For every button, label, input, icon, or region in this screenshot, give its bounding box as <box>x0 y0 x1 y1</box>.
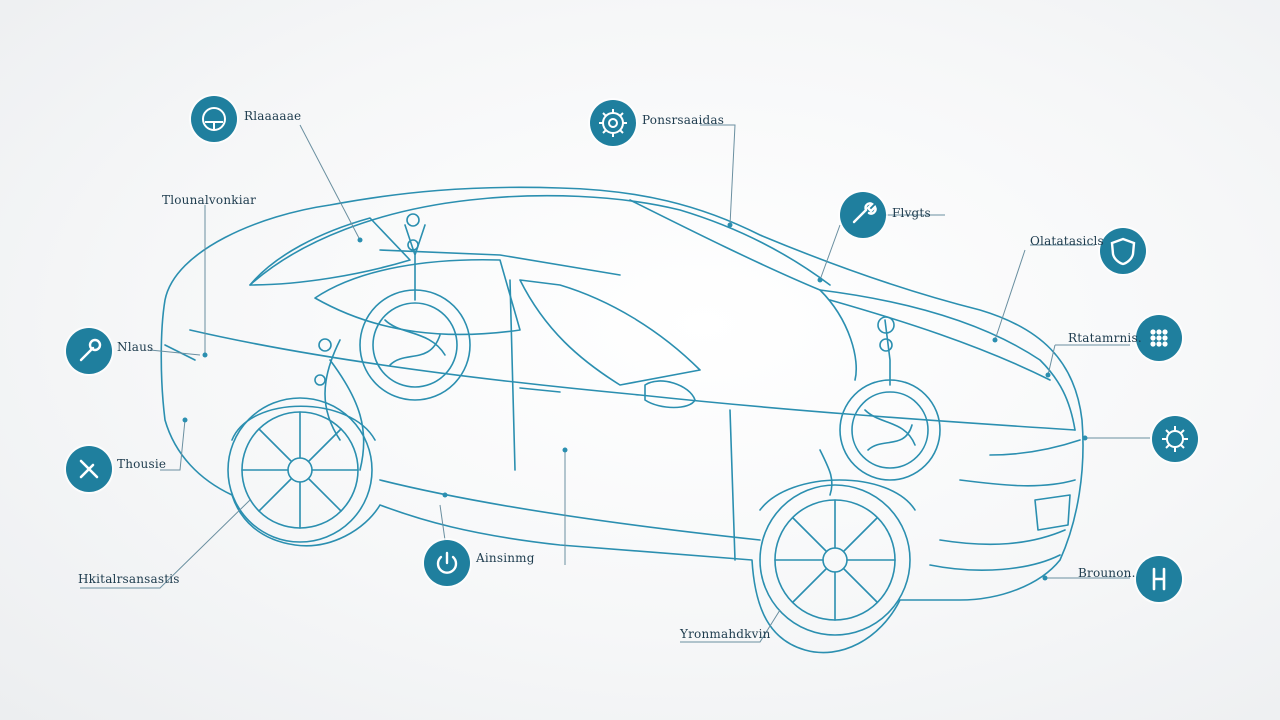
front-bumper <box>929 479 1076 571</box>
key-icon <box>66 446 112 492</box>
rear-window <box>249 217 411 286</box>
gear-icon <box>590 100 636 146</box>
door-line <box>509 279 736 561</box>
callout-label-top-left: Rlaaaaae <box>244 109 302 123</box>
belt-line <box>189 329 1076 431</box>
windshield <box>629 199 858 381</box>
rear-drum <box>359 289 471 401</box>
callout-label-right-mid: Rtatamrnis. <box>1068 331 1142 345</box>
callout-label-right-bottom: Brounon. <box>1078 566 1136 580</box>
roof-line <box>249 194 831 286</box>
callout-label-bottom-center: Yronmahdkvin <box>680 627 771 641</box>
callout-label-right-top: Olatatasicls <box>1030 234 1104 248</box>
hood-line <box>819 289 1076 431</box>
engine-icon <box>1152 416 1198 462</box>
callout-label-center-low: Ainsinmg <box>476 551 535 565</box>
grille <box>1034 494 1071 531</box>
door-handle <box>519 387 561 393</box>
hood-crease <box>829 299 1051 381</box>
sill-line <box>379 479 761 541</box>
callout-label-left-low: Thousie <box>117 457 167 471</box>
callout-label-mid-top: Flvgts <box>892 206 931 220</box>
callout-label-top-center: Ponsrsaaidas <box>642 113 725 127</box>
mirror <box>644 380 696 409</box>
front-wheel <box>759 484 911 636</box>
headlight <box>989 439 1081 456</box>
shield-icon <box>1100 228 1146 274</box>
dots-icon <box>1136 315 1182 361</box>
wrench-icon <box>840 192 886 238</box>
callout-label-left-bottom: Hkitalrsansastis <box>78 572 180 586</box>
tool-icon <box>66 328 112 374</box>
seat-icon <box>1136 556 1182 602</box>
callout-label-left-mid: Nlaus <box>117 340 154 354</box>
side-window-front <box>519 279 701 386</box>
rear-wheel <box>227 397 373 543</box>
steering-icon <box>191 96 237 142</box>
side-window-rear <box>314 258 521 336</box>
body-outline <box>160 186 1084 654</box>
front-drum <box>839 379 941 481</box>
callout-label-left-high: Tlounalvonkiar <box>162 193 257 207</box>
drive-shaft <box>324 339 365 471</box>
power-icon <box>424 540 470 586</box>
